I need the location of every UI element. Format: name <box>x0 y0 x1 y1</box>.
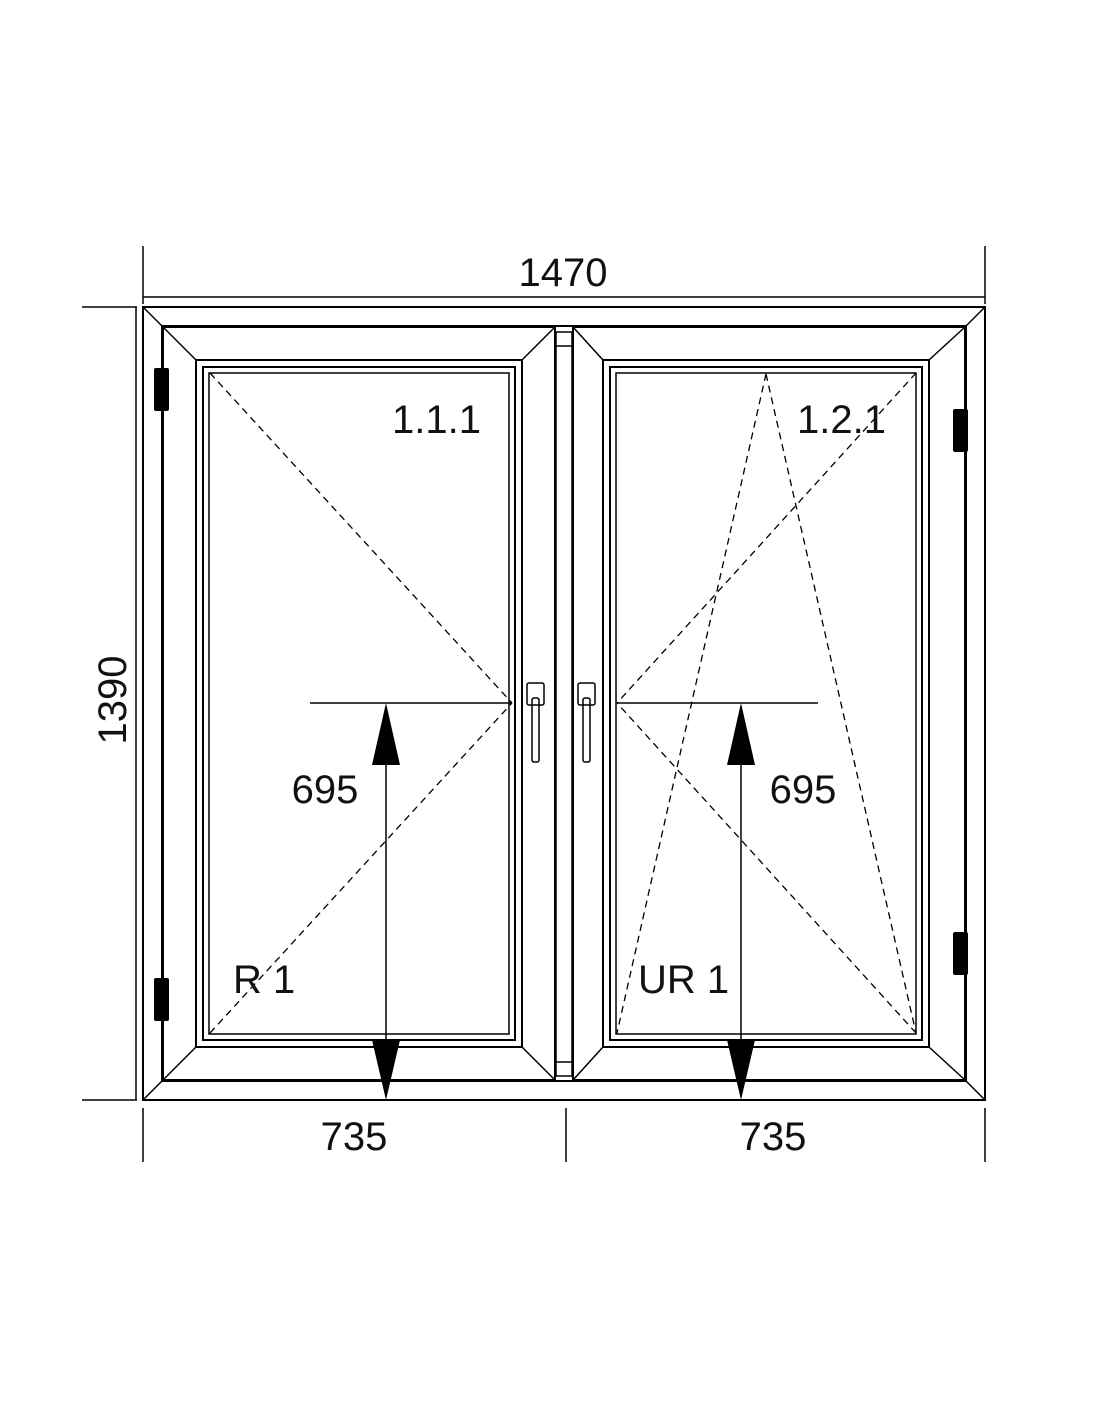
left-sash-opening-code: R 1 <box>233 958 295 1002</box>
left-opening-line-upper <box>209 372 513 704</box>
dimension-lines <box>82 246 986 1162</box>
arrow-down-icon <box>727 1040 755 1100</box>
mullion <box>555 331 573 1077</box>
right-handle-height-label: 695 <box>770 768 837 812</box>
right-glass-pane <box>615 372 917 1035</box>
right-glass-bead-inner <box>609 366 923 1041</box>
right-sash <box>572 326 968 1100</box>
right-tilt-line-right <box>765 373 917 1034</box>
hinge-icon <box>953 932 968 975</box>
hinge-icon <box>154 368 169 411</box>
right-sash-opening-code: UR 1 <box>638 958 729 1002</box>
left-opening-line-lower <box>209 702 513 1034</box>
arrow-up-icon <box>727 703 755 765</box>
right-sash-width-label: 735 <box>740 1115 807 1159</box>
right-opening-line-upper <box>616 372 917 704</box>
left-sash-position-code: 1.1.1 <box>392 398 481 442</box>
right-glass-bead-outer <box>602 359 930 1048</box>
arrow-down-icon <box>372 1040 400 1100</box>
arrow-up-icon <box>372 703 400 765</box>
left-glass-bead-outer <box>195 359 523 1048</box>
overall-height-label: 1390 <box>91 656 135 745</box>
hinge-icon <box>154 978 169 1021</box>
left-glass-bead-inner <box>202 366 516 1041</box>
left-handle-height-label: 695 <box>292 768 359 812</box>
hinge-icon <box>953 409 968 452</box>
frame-outer-edge <box>142 306 986 1101</box>
right-opening-line-lower <box>616 702 917 1034</box>
right-sash-position-code: 1.2.1 <box>797 398 886 442</box>
handle-icon <box>526 682 545 763</box>
left-sash-width-label: 735 <box>321 1115 388 1159</box>
handle-icon <box>577 682 596 763</box>
left-sash <box>154 326 556 1100</box>
overall-width-label: 1470 <box>519 251 608 295</box>
